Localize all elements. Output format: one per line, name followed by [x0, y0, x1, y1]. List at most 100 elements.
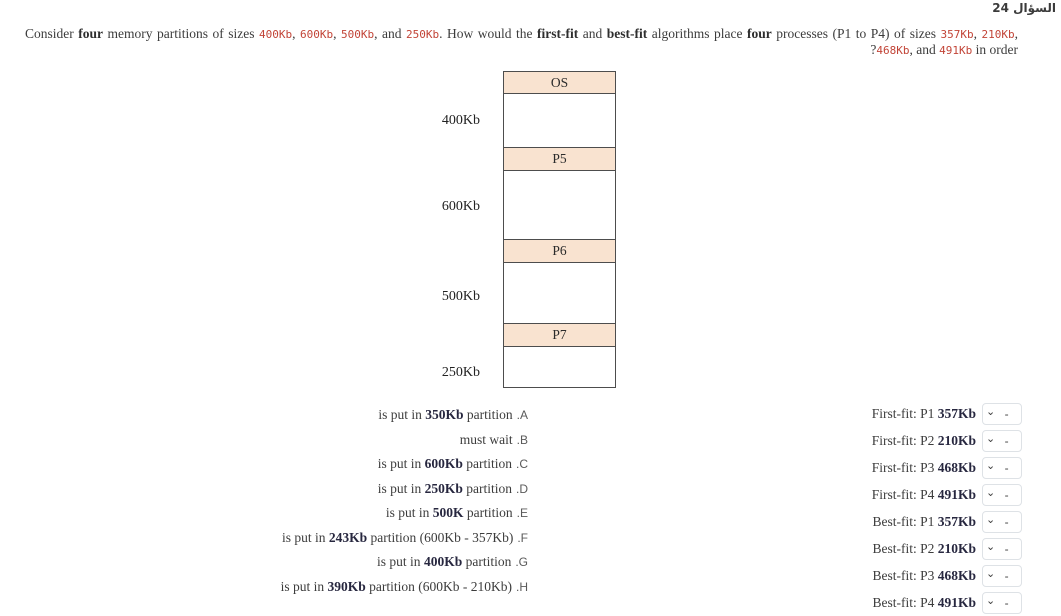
bold-text: four — [78, 26, 103, 41]
option-row-c: is put in 600Kb partition.C — [281, 452, 528, 477]
option-text-pre: is put in — [377, 456, 425, 471]
select-value: - — [1004, 568, 1009, 583]
option-letter: .C — [516, 457, 528, 471]
plain-text: , — [973, 26, 982, 41]
bold-text: four — [747, 26, 772, 41]
option-text-pre: must wait — [459, 431, 513, 447]
option-text-pre: is put in — [280, 578, 328, 594]
match-label-size: 491Kb — [937, 594, 976, 610]
match-select-firstfit-p3[interactable]: ⌄- — [982, 456, 1022, 479]
match-label-size: 468Kb — [937, 567, 976, 583]
match-select-firstfit-p4[interactable]: ⌄- — [982, 483, 1022, 506]
match-label-size: 210Kb — [937, 540, 976, 556]
chevron-down-icon: ⌄ — [986, 513, 996, 526]
match-label-size: 491Kb — [937, 486, 976, 502]
partition-gap-600kb — [504, 171, 615, 240]
options-list: is put in 350Kb partition.A must wait.B … — [281, 403, 528, 599]
partition-size-label: 250Kb — [441, 365, 480, 380]
size-code-text: 357Kb — [940, 28, 974, 41]
match-list: First-fit: P1 357Kb ⌄- First-fit: P2 210… — [872, 400, 1022, 616]
match-label-pre: First-fit: P2 — [871, 432, 938, 448]
match-select-firstfit-p1[interactable]: ⌄- — [982, 402, 1022, 425]
question-text: Consider four memory partitions of sizes… — [25, 26, 1018, 58]
match-row-firstfit-p3: First-fit: P3 468Kb ⌄- — [872, 454, 1022, 481]
match-row-bestfit-p3: Best-fit: P3 468Kb ⌄- — [872, 562, 1022, 589]
chevron-down-icon: ⌄ — [986, 594, 996, 607]
option-row-g: is put in 400Kb partition .G — [281, 550, 528, 575]
match-label-size: 468Kb — [937, 459, 976, 475]
match-label-size: 210Kb — [937, 432, 976, 448]
option-row-h: is put in 390Kb partition (600Kb - 210Kb… — [281, 575, 528, 600]
option-text-pre: is put in — [378, 407, 426, 422]
process-block-p6: P6 — [504, 240, 615, 263]
chevron-down-icon: ⌄ — [986, 432, 996, 445]
question-number: السؤال 24 — [992, 1, 1056, 15]
chevron-down-icon: ⌄ — [986, 459, 996, 472]
size-code-text: 500Kb — [341, 28, 375, 41]
plain-text: . How would the — [439, 26, 538, 41]
match-label-pre: Best-fit: P4 — [872, 594, 938, 610]
option-text: is put in 500K partition — [386, 505, 513, 520]
chevron-down-icon: ⌄ — [986, 405, 996, 418]
plain-text: processes (P1 to P4) of sizes — [771, 26, 941, 41]
size-code-text: 250Kb — [406, 28, 440, 41]
match-label-pre: First-fit: P1 — [871, 405, 938, 421]
option-text-pre: is put in — [377, 480, 425, 496]
match-label-pre: First-fit: P3 — [871, 459, 938, 475]
option-row-d: is put in 250Kb partition.D — [281, 477, 528, 502]
plain-text: and — [578, 26, 607, 41]
match-select-bestfit-p4[interactable]: ⌄- — [982, 591, 1022, 614]
option-text-post: partition — [463, 505, 513, 520]
option-text: is put in 250Kb partition — [378, 481, 512, 496]
process-block-p7: P7 — [504, 324, 615, 347]
match-label-pre: Best-fit: P1 — [872, 513, 938, 529]
chevron-down-icon: ⌄ — [986, 486, 996, 499]
option-row-b: must wait.B — [281, 428, 528, 453]
option-text-post: partition (600Kb - 357Kb) — [367, 529, 514, 545]
option-letter: .F — [517, 530, 528, 545]
plain-text: , — [333, 26, 342, 41]
plain-text: , — [292, 26, 300, 41]
size-code-text: 491Kb — [939, 44, 973, 57]
match-label: First-fit: P1 357Kb — [872, 406, 976, 422]
size-code-text: 468Kb — [876, 44, 910, 57]
partition-table: OS P5 P6 P7 — [503, 71, 616, 388]
match-label: First-fit: P2 210Kb — [872, 433, 976, 449]
bold-text: first-fit — [537, 26, 579, 41]
match-label: Best-fit: P2 210Kb — [872, 541, 976, 557]
partition-size-label: 600Kb — [441, 199, 480, 214]
partition-gap-500kb — [504, 263, 615, 324]
match-label-size: 357Kb — [937, 513, 976, 529]
match-select-firstfit-p2[interactable]: ⌄- — [982, 429, 1022, 452]
option-text-post: partition (600Kb - 210Kb) — [365, 578, 512, 594]
plain-text: Consider — [25, 26, 79, 41]
match-label-pre: Best-fit: P3 — [872, 567, 938, 583]
plain-text: , and — [374, 26, 407, 41]
option-text-post: partition — [462, 456, 512, 471]
option-text: is put in 400Kb partition — [377, 554, 511, 569]
match-label: Best-fit: P1 357Kb — [872, 514, 976, 530]
option-text-post: partition — [462, 554, 512, 569]
match-select-bestfit-p3[interactable]: ⌄- — [982, 564, 1022, 587]
partition-size-label: 400Kb — [441, 113, 480, 128]
plain-text: , — [1014, 26, 1019, 41]
match-label: Best-fit: P4 491Kb — [872, 595, 976, 611]
match-row-bestfit-p4: Best-fit: P4 491Kb ⌄- — [872, 589, 1022, 616]
match-select-bestfit-p2[interactable]: ⌄- — [982, 537, 1022, 560]
size-code-text: 600Kb — [300, 28, 334, 41]
option-text-bold: 390Kb — [327, 578, 366, 594]
partition-gap-250kb — [504, 347, 615, 387]
select-value: - — [1004, 433, 1009, 448]
option-letter: .G — [515, 555, 528, 569]
match-label-size: 357Kb — [937, 405, 976, 421]
chevron-down-icon: ⌄ — [986, 540, 996, 553]
match-label: First-fit: P4 491Kb — [872, 487, 976, 503]
match-select-bestfit-p1[interactable]: ⌄- — [982, 510, 1022, 533]
option-text: is put in 350Kb partition — [378, 407, 512, 422]
select-value: - — [1004, 595, 1009, 610]
match-row-firstfit-p2: First-fit: P2 210Kb ⌄- — [872, 427, 1022, 454]
match-row-bestfit-p1: Best-fit: P1 357Kb ⌄- — [872, 508, 1022, 535]
partition-size-label: 500Kb — [441, 289, 480, 304]
option-text-post: partition — [462, 480, 512, 496]
